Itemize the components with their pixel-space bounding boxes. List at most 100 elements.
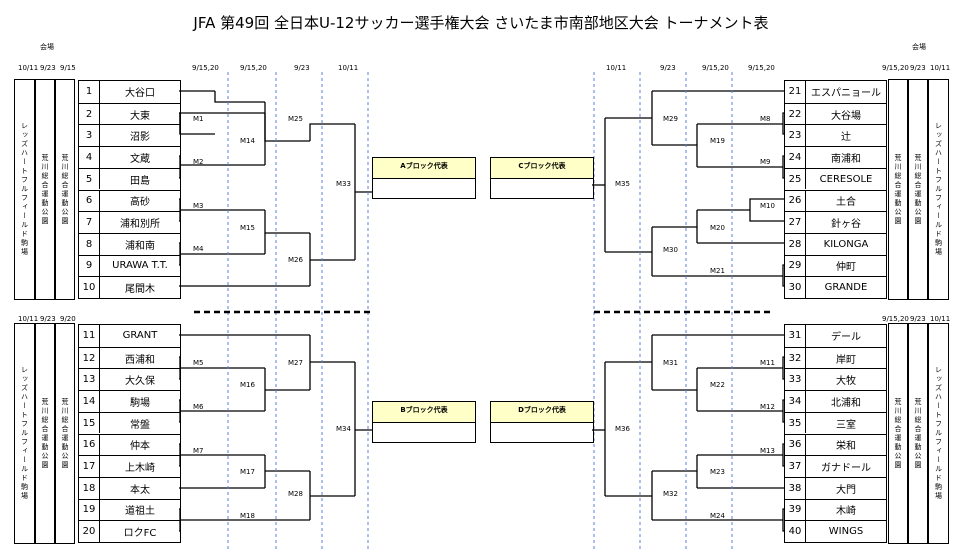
venue-name: 荒川総合運動公園 — [914, 153, 922, 226]
date-label: 9/15,20 — [240, 64, 267, 72]
team-name: GRANDE — [824, 282, 868, 294]
team-name: WINGS — [828, 526, 864, 538]
match-label: M15 — [240, 224, 255, 232]
team-number: 1 — [79, 81, 100, 103]
block-d-slot — [490, 423, 594, 443]
team-name: 仲本 — [130, 441, 150, 453]
date-label: 10/11 — [18, 315, 39, 323]
team-name: 仲町 — [836, 262, 856, 274]
venue-name: 荒川総合運動公園 — [41, 153, 49, 226]
match-label: M33 — [336, 180, 351, 188]
venue-name: レッズハートフルフィールド駒場 — [20, 122, 29, 257]
match-label: M31 — [663, 359, 678, 367]
team-name: 木崎 — [836, 506, 856, 518]
team-name: 西浦和 — [125, 354, 155, 366]
match-label: M24 — [710, 512, 725, 520]
team-row: 12 西浦和 — [79, 346, 180, 369]
match-label: M12 — [760, 403, 775, 411]
team-number: 16 — [79, 434, 100, 456]
match-label: M14 — [240, 137, 255, 145]
match-label: M3 — [193, 202, 204, 210]
date-label: 9/15,20 — [882, 315, 909, 323]
team-name: 浦和別所 — [120, 219, 160, 231]
venue-box-reds: レッズハートフルフィールド駒場 — [928, 79, 949, 300]
team-number: 15 — [79, 412, 100, 434]
team-number: 28 — [785, 233, 806, 255]
match-label: M10 — [760, 202, 775, 210]
team-name: 本太 — [130, 484, 150, 496]
date-label: 10/11 — [930, 64, 951, 72]
block-c-slot — [490, 179, 594, 199]
venue-name: 荒川総合運動公園 — [894, 153, 902, 226]
date-label: 9/23 — [910, 315, 926, 323]
block-b-slot — [372, 423, 476, 443]
date-label: 9/23 — [660, 64, 676, 72]
venue-box-arakawa: 荒川総合運動公園 — [888, 79, 908, 300]
date-label: 9/23 — [40, 64, 56, 72]
match-label: M22 — [710, 381, 725, 389]
date-label: 9/23 — [294, 64, 310, 72]
team-number: 34 — [785, 391, 806, 412]
venue-label-left: 会場 — [40, 43, 54, 51]
team-number: 23 — [785, 125, 806, 147]
venue-name: 荒川総合運動公園 — [41, 397, 49, 470]
team-number: 14 — [79, 391, 100, 412]
team-number: 37 — [785, 456, 806, 477]
venue-box-arakawa: 荒川総合運動公園 — [55, 79, 75, 300]
match-label: M36 — [615, 425, 630, 433]
team-number: 27 — [785, 212, 806, 233]
match-label: M30 — [663, 246, 678, 254]
team-name: 栄和 — [836, 441, 856, 453]
match-label: M19 — [710, 137, 725, 145]
team-name: 文蔵 — [130, 153, 150, 165]
date-label: 9/15,20 — [748, 64, 775, 72]
venue-name: 荒川総合運動公園 — [914, 397, 922, 470]
team-number: 30 — [785, 277, 806, 298]
team-name: 道祖土 — [125, 506, 155, 518]
match-label: M35 — [615, 180, 630, 188]
team-number: 17 — [79, 456, 100, 477]
team-name: 辻 — [841, 132, 851, 144]
team-name: デール — [831, 332, 861, 344]
team-number: 12 — [79, 347, 100, 369]
venue-name: 荒川総合運動公園 — [61, 153, 69, 226]
team-name: エスパニョール — [811, 88, 881, 100]
team-number: 6 — [79, 190, 100, 212]
match-label: M1 — [193, 115, 204, 123]
team-number: 18 — [79, 477, 100, 499]
team-name: 高砂 — [130, 197, 150, 209]
team-row: 18 本太 — [79, 476, 180, 499]
match-label: M26 — [288, 256, 303, 264]
venue-box-arakawa: 荒川総合運動公園 — [888, 323, 908, 544]
date-label: 10/11 — [18, 64, 39, 72]
match-label: M17 — [240, 468, 255, 476]
venue-box-arakawa: 荒川総合運動公園 — [35, 79, 55, 300]
match-label: M2 — [193, 158, 204, 166]
team-number: 32 — [785, 347, 806, 369]
date-label: 10/11 — [606, 64, 627, 72]
venue-box-arakawa: 荒川総合運動公園 — [908, 79, 928, 300]
match-label: M13 — [760, 447, 775, 455]
date-label: 9/15,20 — [192, 64, 219, 72]
date-label: 10/11 — [930, 315, 951, 323]
